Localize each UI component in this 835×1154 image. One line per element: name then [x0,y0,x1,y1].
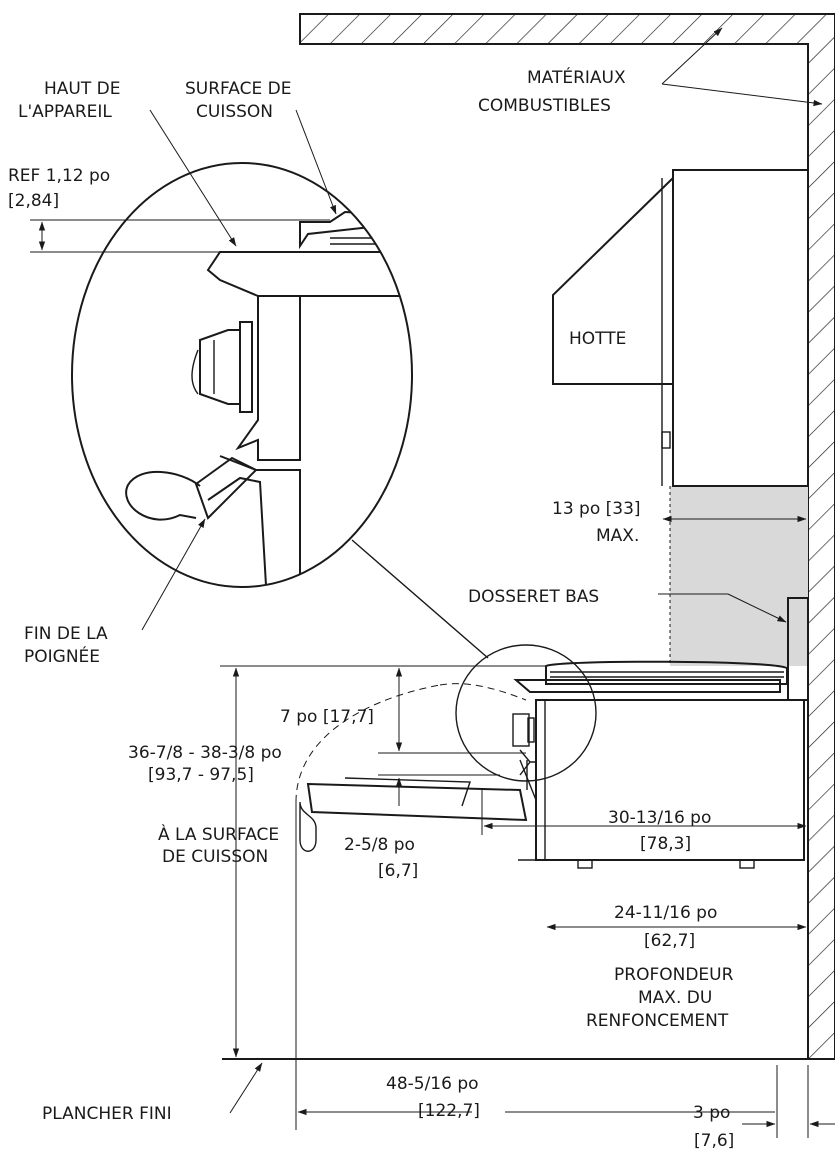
label-combustibles-line2: COMBUSTIBLES [478,96,611,116]
label-ref-line2: [2,84] [8,191,59,211]
label-profondeur-line3: RENFONCEMENT [586,1011,729,1031]
label-door-line2: [122,7] [418,1101,480,1121]
label-height-line4: DE CUISSON [162,847,268,867]
label-depth30-line2: [78,3] [640,834,691,854]
label-dosseret: DOSSERET BAS [468,587,599,607]
detail-circle-large [71,162,413,588]
label-haut-line2: L'APPAREIL [18,102,112,122]
detail-leader [351,539,489,659]
label-depth24-line1: 24-11/16 po [614,903,717,923]
label-height-line2: [93,7 - 97,5] [148,765,254,785]
label-handle-line2: [6,7] [378,861,418,881]
label-ref-line1: REF 1,12 po [8,166,110,186]
hood [552,169,809,487]
label-height-line1: 36-7/8 - 38-3/8 po [128,743,282,763]
label-plancher: PLANCHER FINI [42,1104,172,1124]
label-poignee-line1: FIN DE LA [24,624,108,644]
label-gap-line1: 3 po [693,1103,730,1123]
label-depth24-line2: [62,7] [644,931,695,951]
label-clearance-line1: 13 po [33] [552,499,641,519]
magnified-detail [125,210,412,587]
door-swing-arc [295,683,527,803]
detail-circle-small [455,644,597,782]
label-profondeur-line1: PROFONDEUR [614,965,734,985]
label-door-line1: 48-5/16 po [386,1074,479,1094]
label-clearance-line2: MAX. [596,526,639,546]
label-seven-po: 7 po [17,7] [280,707,374,727]
label-surface-line2: CUISSON [196,102,273,122]
label-haut-line1: HAUT DE [44,79,120,99]
label-combustibles-line1: MATÉRIAUX [527,66,626,88]
label-depth30-line1: 30-13/16 po [608,808,711,828]
label-profondeur-line2: MAX. DU [638,988,712,1008]
label-gap-line2: [7,6] [694,1131,734,1151]
label-surface-line1: SURFACE DE [185,79,291,99]
label-poignee-line2: POIGNÉE [24,645,100,667]
label-height-line3: À LA SURFACE [158,823,279,845]
label-hotte: HOTTE [569,329,626,349]
label-handle-line1: 2-5/8 po [344,835,415,855]
